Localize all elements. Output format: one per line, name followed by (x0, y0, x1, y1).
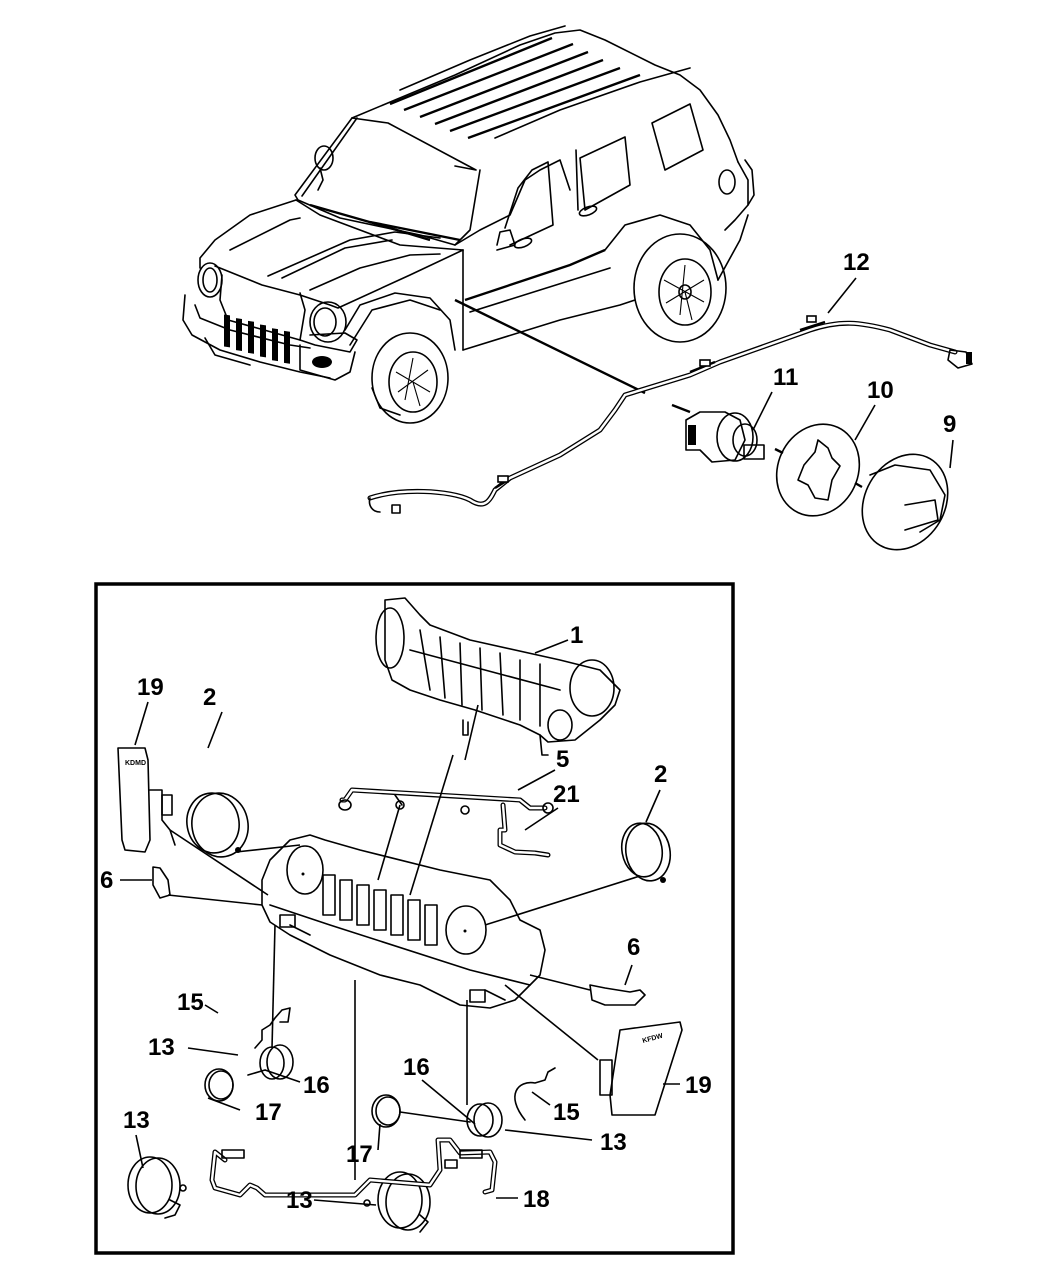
fog-wire-right-15 (514, 1067, 556, 1121)
callout-15-left: 15 (177, 989, 204, 1016)
callout-16-right: 16 (403, 1054, 430, 1081)
svg-text:KFDW: KFDW (642, 1033, 664, 1045)
side-marker-left-6 (152, 866, 171, 899)
callout-2-right: 2 (654, 761, 667, 788)
gasket-10 (775, 423, 861, 517)
roof-slats (389, 25, 691, 140)
callout-13-aux-center: 13 (286, 1187, 313, 1214)
callout-18: 18 (523, 1186, 550, 1213)
lamp-shield-right-19: KFDW (599, 1021, 683, 1116)
callout-19-left: 19 (137, 674, 164, 701)
wiring-harness-5 (338, 787, 554, 815)
callout-13-right: 13 (600, 1129, 627, 1156)
side-marker-right-6 (589, 984, 646, 1006)
socket-11 (685, 411, 765, 463)
callout-16-left: 16 (303, 1072, 330, 1099)
callout-10: 10 (867, 377, 894, 404)
callout-1: 1 (570, 622, 583, 649)
vehicle-drawing (182, 25, 755, 424)
svg-text:KDMD: KDMD (125, 760, 146, 767)
callout-13-left: 13 (148, 1034, 175, 1061)
headlamp-left-2 (186, 792, 249, 858)
callout-11: 11 (773, 364, 798, 391)
callout-5: 5 (556, 746, 569, 773)
frame-leaders (167, 704, 641, 1180)
jumper-harness-21 (497, 802, 551, 858)
fog-lamp-harness-18 (209, 1137, 498, 1198)
callout-13-aux-left: 13 (123, 1107, 150, 1134)
callout-17-right: 17 (346, 1141, 373, 1168)
callout-6-right: 6 (627, 934, 640, 961)
fog-lamp-right (371, 1094, 503, 1138)
detail-frame (94, 582, 735, 1255)
callout-9: 9 (943, 411, 956, 438)
callout-2-left: 2 (203, 684, 216, 711)
aux-fog-lamp-left (127, 1156, 187, 1219)
callout-6-left: 6 (100, 867, 113, 894)
aux-fog-lamp-center (363, 1171, 431, 1233)
grille-reinforcement-1 (375, 597, 621, 756)
repeater-lens-9 (861, 453, 949, 551)
top-callouts: 12 11 10 9 (752, 249, 956, 469)
assembly-dash-1 (671, 403, 691, 414)
front-fascia (261, 834, 546, 1009)
body-wiring-12 (367, 315, 973, 514)
frame-callouts: 1 19 2 5 21 2 6 6 15 13 16 17 16 15 19 1… (100, 622, 712, 1214)
fascia-grille-slots (322, 874, 438, 946)
vehicle-grille (219, 274, 306, 364)
callout-15-right: 15 (553, 1099, 580, 1126)
fog-wire-left-15 (254, 1007, 291, 1049)
callout-19-right: 19 (685, 1072, 712, 1099)
fog-lamp-left (204, 1044, 294, 1102)
callout-21: 21 (553, 781, 580, 808)
pointer-line-vehicle (454, 298, 646, 395)
callout-12: 12 (843, 249, 870, 276)
headlamp-right-2 (620, 822, 672, 883)
lamp-shield-left-19: KDMD (117, 747, 176, 853)
callout-17-left: 17 (255, 1099, 282, 1126)
